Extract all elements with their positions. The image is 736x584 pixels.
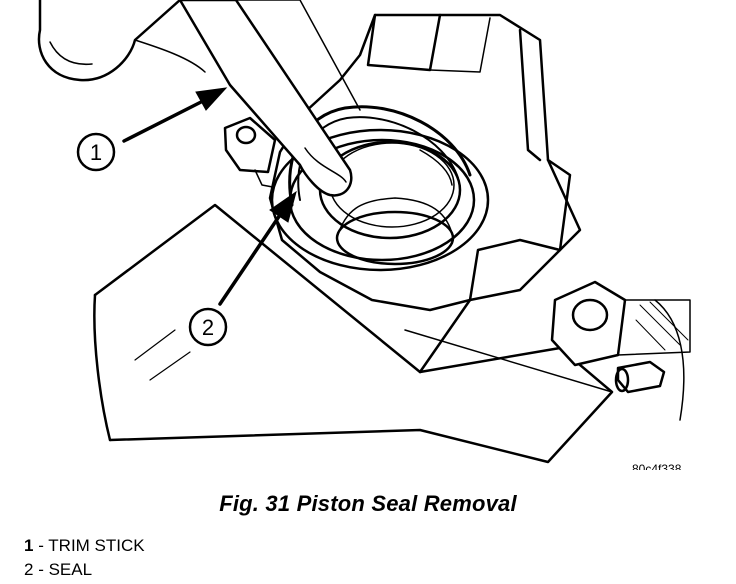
leader-arrow-1	[122, 87, 228, 143]
callout-number-2: 2	[202, 315, 214, 340]
image-code: 80c4f338	[632, 462, 682, 470]
callout-1	[76, 132, 116, 172]
piston-seal-removal-illustration: 1 2 80c4f338	[37, 0, 691, 470]
legend-item: 2 - SEAL	[24, 558, 145, 582]
legend-separator: -	[33, 536, 49, 555]
legend-item: 1 - TRIM STICK	[24, 534, 145, 558]
figure-caption: Fig. 31 Piston Seal Removal	[219, 491, 517, 516]
legend-text: TRIM STICK	[48, 536, 145, 555]
trim-stick-and-hand	[37, 0, 361, 197]
legend-number: 1	[24, 536, 34, 555]
callout-2	[188, 307, 228, 347]
legend-separator: -	[33, 560, 49, 579]
caliper-base-plate	[93, 203, 614, 464]
figure-legend: 1 - TRIM STICK 2 - SEAL	[24, 534, 145, 582]
legend-text: SEAL	[48, 560, 93, 579]
leader-arrow-2	[218, 190, 297, 306]
callout-number-1: 1	[90, 140, 102, 165]
legend-number: 2	[24, 560, 34, 579]
